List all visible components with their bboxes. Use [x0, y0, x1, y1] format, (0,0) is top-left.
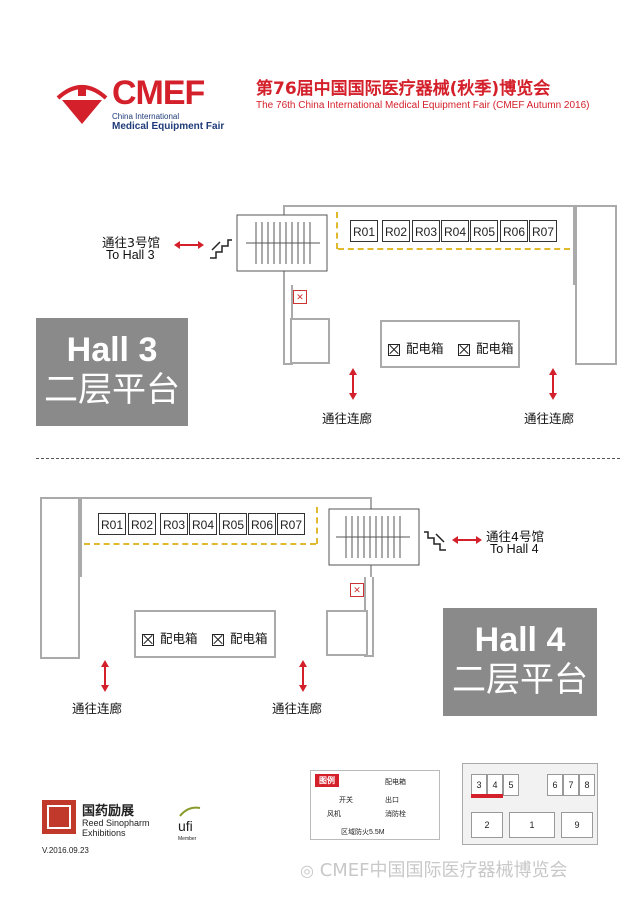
- hall3-room[interactable]: R06: [500, 220, 528, 242]
- hall3-pillar: [290, 318, 330, 364]
- hall4-center-block: [134, 610, 276, 658]
- hall3-room[interactable]: R07: [529, 220, 557, 242]
- cmef-emblem-icon: [56, 85, 108, 124]
- hall3-distribution-box-2: 配电箱: [458, 338, 514, 357]
- distribution-box-icon: [388, 343, 400, 356]
- key-map-cell[interactable]: 8: [579, 774, 595, 796]
- logo-sub1: China International: [112, 112, 180, 121]
- hall3-corridor-right-label: 通往连廊: [524, 411, 575, 426]
- hall3-center-block: [380, 320, 520, 368]
- hall4-zone-line: [84, 543, 316, 545]
- hall4-corridor-arrow-right-icon: [299, 660, 307, 692]
- hall4-corridor-left-label: 通往连廊: [72, 701, 123, 716]
- ufi-text: ufi: [178, 818, 193, 834]
- legend-item: 开关: [339, 797, 353, 804]
- footer-org: 国药励展 Reed Sinopharm Exhibitions: [42, 800, 182, 840]
- key-map-cell[interactable]: 5: [503, 774, 519, 796]
- key-map-cell[interactable]: 3: [471, 774, 487, 796]
- ufi-logo: ufi Member: [176, 804, 206, 844]
- key-map-cell[interactable]: 7: [563, 774, 579, 796]
- hall3-room[interactable]: R01: [350, 220, 378, 242]
- hall3-distribution-box-1: 配电箱: [388, 338, 444, 357]
- hall4-to-hall-arrow-icon: [452, 536, 482, 544]
- version: V.2016.09.23: [42, 846, 89, 855]
- org-en1: Reed Sinopharm: [82, 818, 150, 828]
- hall3-room[interactable]: R03: [412, 220, 440, 242]
- hall4-room[interactable]: R03: [160, 513, 188, 535]
- hall3-name: Hall 3: [66, 331, 158, 369]
- legend: 图例 配电箱 开关 出口 风机 消防栓 区域防火5.5M: [310, 770, 440, 840]
- ufi-emblem-icon: [179, 806, 201, 817]
- hall4-distribution-box-2: 配电箱: [212, 628, 268, 647]
- hall3-corridor-left-label: 通往连廊: [322, 411, 373, 426]
- hall4-to-hall-en: To Hall 4: [490, 542, 539, 556]
- logo-sub2: Medical Equipment Fair: [112, 121, 225, 132]
- ufi-sub: Member: [178, 836, 197, 842]
- hall4-room[interactable]: R04: [189, 513, 217, 535]
- distribution-box-icon: [458, 343, 470, 356]
- hall4-platform: 二层平台: [452, 660, 588, 700]
- hall3-platform: 二层平台: [44, 370, 180, 410]
- hall4-room[interactable]: R06: [248, 513, 276, 535]
- hall3-fire-hydrant-icon: ✕: [293, 290, 307, 304]
- hall4-zone-line-right: [316, 507, 318, 544]
- hall4-left-column: [40, 497, 80, 659]
- hall4-room[interactable]: R07: [277, 513, 305, 535]
- hall3-escalator-icon: [236, 214, 328, 272]
- hall3-corridor-arrow-right-icon: [549, 368, 557, 400]
- hall4-corridor-right-label: 通往连廊: [272, 701, 323, 716]
- wechat-icon: ◎: [300, 861, 314, 880]
- key-map-cell[interactable]: 9: [561, 812, 593, 838]
- hall3-to-hall-cn: 通往3号馆: [102, 235, 160, 250]
- hall4-label-box: Hall 4 二层平台: [443, 608, 597, 716]
- hall4-to-hall-cn: 通往4号馆: [486, 529, 544, 544]
- hall3-zone-line-left: [336, 212, 338, 249]
- key-map: 3 4 5 6 7 8 2 1 9: [462, 763, 598, 845]
- org-cn: 国药励展: [82, 804, 135, 819]
- key-map-cell[interactable]: 1: [509, 812, 555, 838]
- reed-sinopharm-logo-icon: [42, 800, 76, 834]
- hall3-right-column: [575, 205, 617, 365]
- hall4-room[interactable]: R05: [219, 513, 247, 535]
- section-divider: [36, 458, 620, 459]
- hall3-room[interactable]: R05: [470, 220, 498, 242]
- watermark: ◎ CMEF中国国际医疗器械博览会: [300, 860, 568, 881]
- key-map-highlight: [471, 794, 503, 798]
- distribution-box-icon: [142, 633, 154, 646]
- hall4-room[interactable]: R01: [98, 513, 126, 535]
- hall4-corridor-arrow-left-icon: [101, 660, 109, 692]
- hall3-stairs-icon: [210, 239, 232, 259]
- hall3-label-box: Hall 3 二层平台: [36, 318, 188, 426]
- hall4-top-wall: [80, 497, 372, 577]
- legend-item: 消防栓: [385, 811, 406, 818]
- legend-item: 配电箱: [385, 779, 406, 786]
- hall3-top-wall: [283, 205, 575, 285]
- legend-item: 风机: [327, 811, 341, 818]
- hall3-to-hall-en: To Hall 3: [106, 248, 155, 262]
- key-map-cell[interactable]: 2: [471, 812, 503, 838]
- distribution-box-icon: [212, 633, 224, 646]
- hall4-fire-hydrant-icon: ✕: [350, 583, 364, 597]
- hall4-room[interactable]: R02: [128, 513, 156, 535]
- legend-title: 图例: [315, 774, 339, 787]
- hall4-pillar: [326, 610, 368, 656]
- hall3-room[interactable]: R04: [441, 220, 469, 242]
- title-cn: 第76届中国国际医疗器械(秋季)博览会: [256, 79, 551, 99]
- hall3-room[interactable]: R02: [382, 220, 410, 242]
- title-en: The 76th China International Medical Equ…: [256, 100, 590, 111]
- legend-item: 出口: [385, 797, 399, 804]
- hall3-zone-line: [338, 248, 570, 250]
- hall4-escalator-icon: [328, 508, 420, 566]
- hall3-to-hall-arrow-icon: [174, 241, 204, 249]
- hall4-name: Hall 4: [474, 621, 566, 659]
- hall4-distribution-box-1: 配电箱: [142, 628, 198, 647]
- hall4-stairs-icon: [424, 531, 446, 551]
- logo-title: CMEF: [112, 74, 205, 112]
- key-map-cell[interactable]: 4: [487, 774, 503, 796]
- legend-item: 区域防火5.5M: [341, 829, 385, 836]
- org-en2: Exhibitions: [82, 828, 126, 838]
- hall3-corridor-arrow-left-icon: [349, 368, 357, 400]
- cmef-logo: CMEF China International Medical Equipme…: [52, 72, 232, 134]
- key-map-cell[interactable]: 6: [547, 774, 563, 796]
